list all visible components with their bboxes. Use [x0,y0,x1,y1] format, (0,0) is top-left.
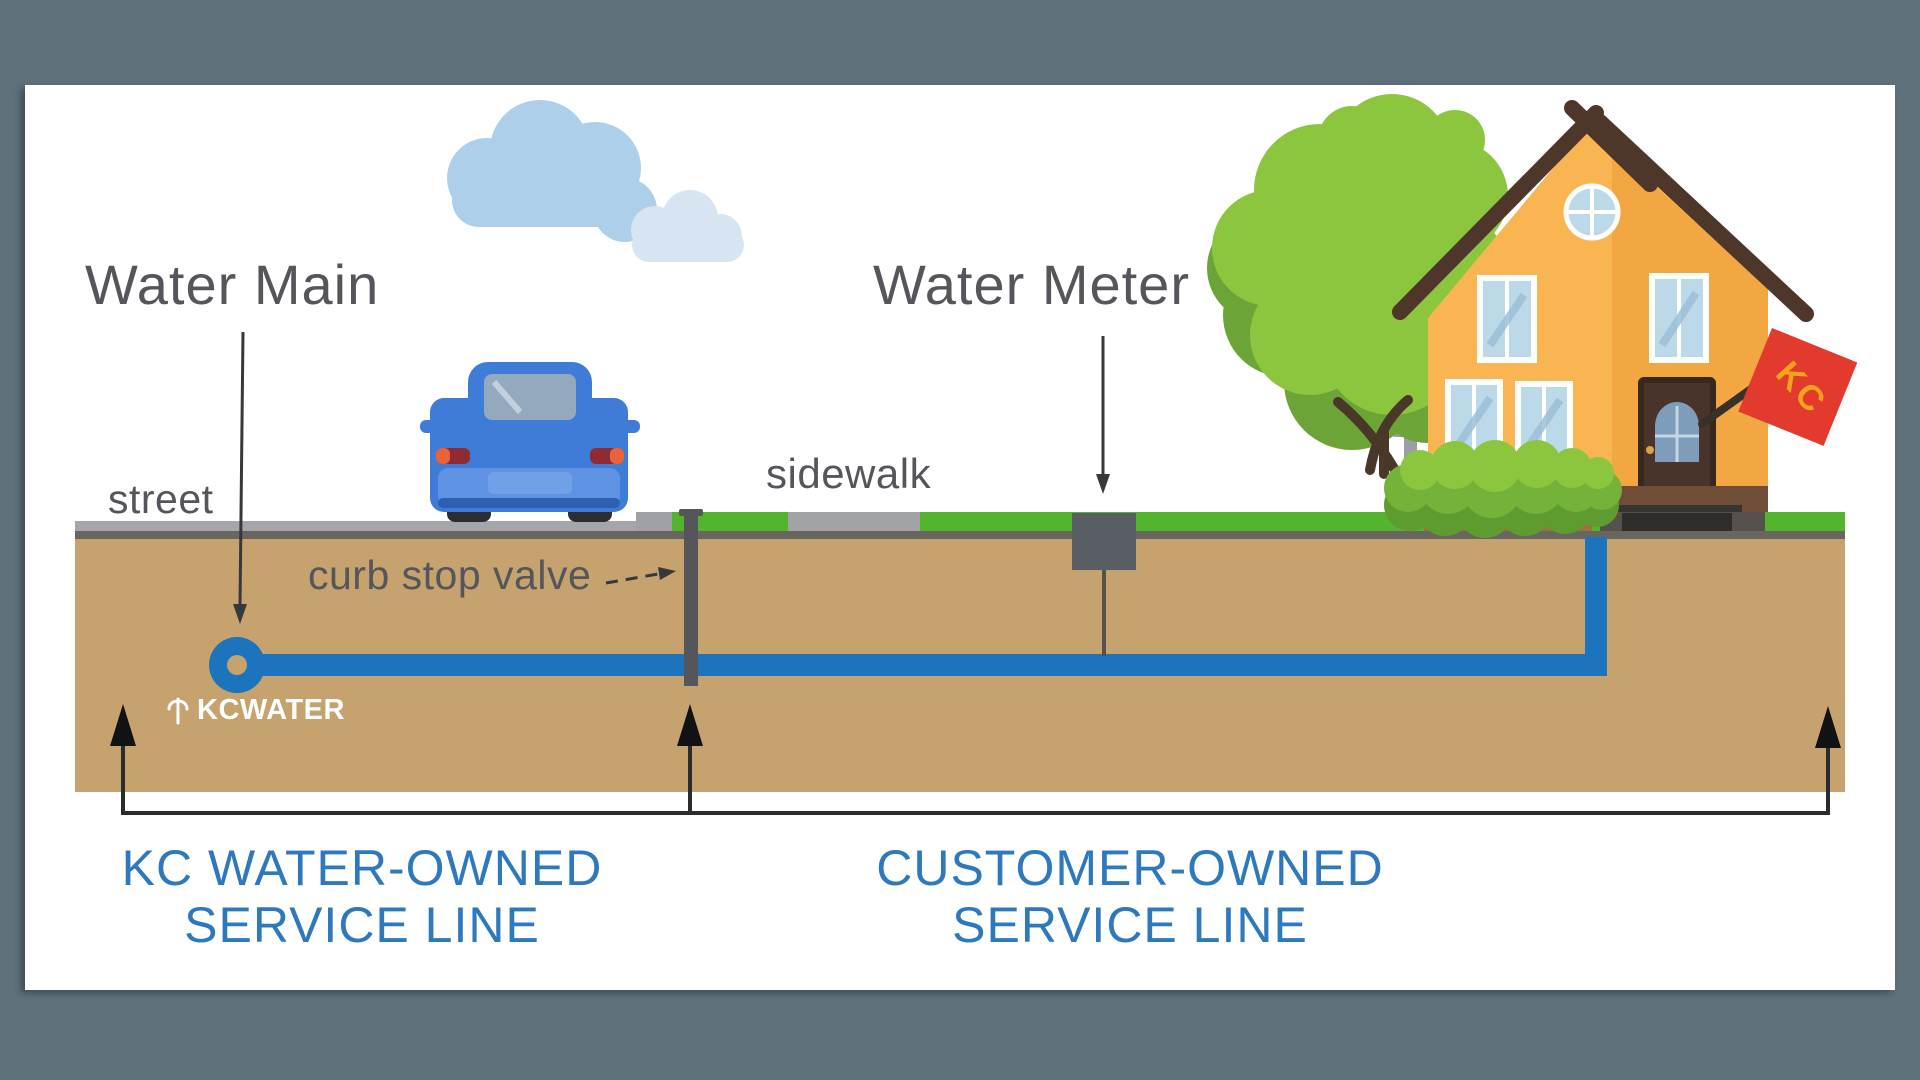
hedge [1384,440,1622,538]
ownership-bracket [110,704,1841,815]
cloud-large-icon [447,100,657,242]
kcwater-logo: KCWATER [166,694,345,727]
kc-water-owned-caption: KC WATER-OWNED SERVICE LINE [52,840,672,954]
car [420,362,640,522]
water-main-arrow [233,331,247,624]
water-main-label: Water Main [85,253,380,316]
annotation-arrows [233,331,1110,624]
kc-flag [1698,328,1858,446]
curb-stop-valve-label: curb stop valve [308,552,592,598]
roof [1392,100,1814,322]
round-attic-window [1563,183,1621,241]
tree-trunk [1333,395,1413,479]
kcwater-logo-text: KCWATER [197,694,345,726]
bracket-arrow-left [110,704,136,746]
car-taillights [436,448,624,464]
customer-owned-line2: SERVICE LINE [952,897,1308,953]
curb-stop-valve [679,509,703,686]
customer-owned-caption: CUSTOMER-OWNED SERVICE LINE [820,840,1440,954]
car-rear-window [484,374,576,420]
kc-water-owned-line2: SERVICE LINE [184,897,540,953]
water-meter-arrow [1096,336,1110,494]
bracket-arrow-middle [677,704,703,746]
walkway-step [1622,513,1732,532]
water-meter-label: Water Meter [873,253,1190,316]
house [1392,100,1858,537]
front-door [1638,377,1716,515]
service-line-riser [1585,537,1607,676]
curb-stop-valve-arrow [605,567,676,585]
sidewalk-slab [788,512,920,532]
topsoil-line [75,531,1845,539]
water-service-pipe [209,537,1607,693]
water-meter-box [1072,513,1136,656]
cloud-small-icon [631,190,744,262]
bracket-arrow-right [1815,706,1841,748]
door-knob [1646,446,1654,454]
service-line-horizontal [235,654,1607,676]
street-label: street [108,476,214,522]
sidewalk-label: sidewalk [766,450,932,497]
customer-owned-line1: CUSTOMER-OWNED [876,840,1384,896]
kcwater-fountain-icon [167,697,189,724]
kc-water-owned-line1: KC WATER-OWNED [121,840,603,896]
curb [636,512,672,532]
street-surface [75,521,672,532]
